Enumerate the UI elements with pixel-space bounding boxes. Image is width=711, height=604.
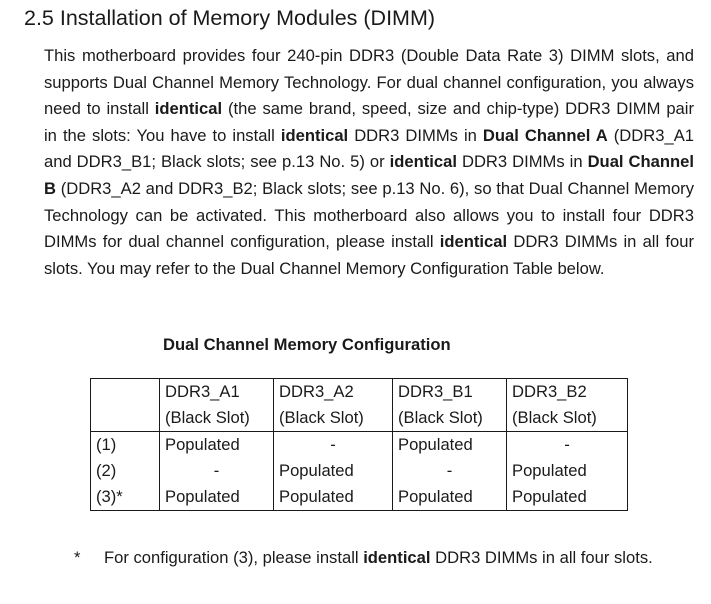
emphasis-dual-channel-b: Dual Channel B <box>44 152 694 198</box>
column-header: DDR3_A2 <box>273 378 393 405</box>
table-cell: Populated <box>273 458 393 484</box>
emphasis-identical: identical <box>154 99 223 119</box>
memory-config-table: DDR3_A1 DDR3_A2 DDR3_B1 DDR3_B2 (Black S… <box>90 378 628 511</box>
footnote-text-part: DDR3 DIMMs in all four slots. <box>430 548 653 567</box>
row-label: (1) <box>90 431 160 458</box>
table-cell: Populated <box>159 431 274 458</box>
table-cell: - <box>273 431 393 458</box>
corner-cell <box>90 378 160 405</box>
table-header-subrow: (Black Slot) (Black Slot) (Black Slot) (… <box>90 405 628 432</box>
emphasis-identical: identical <box>363 548 431 567</box>
column-subheader: (Black Slot) <box>159 405 274 432</box>
row-label: (2) <box>90 458 160 484</box>
table-row: (3)* Populated Populated Populated Popul… <box>90 484 628 511</box>
footnote-marker: * <box>74 548 81 567</box>
column-subheader: (Black Slot) <box>273 405 393 432</box>
table-cell: Populated <box>392 431 507 458</box>
paragraph-text: DDR3 DIMMs in <box>456 152 588 172</box>
table-cell: - <box>392 458 507 484</box>
corner-cell <box>90 405 160 432</box>
paragraph-text: DDR3 DIMMs in <box>348 125 483 145</box>
emphasis-identical: identical <box>389 152 457 172</box>
paragraph-text: (DDR3_A2 and DDR3_B2; Black slots; see p… <box>44 178 694 252</box>
section-heading: 2.5 Installation of Memory Modules (DIMM… <box>24 6 436 30</box>
table-cell: - <box>506 431 628 458</box>
table-cell: Populated <box>159 484 274 511</box>
table-cell: Populated <box>506 484 628 511</box>
paragraph-text: This motherboard provides four 240-pin D… <box>44 46 694 119</box>
emphasis-identical: identical <box>280 125 349 145</box>
column-header: DDR3_A1 <box>159 378 274 405</box>
column-header: DDR3_B1 <box>392 378 507 405</box>
table-row: (2) - Populated - Populated <box>90 458 628 484</box>
table-row: (1) Populated - Populated - <box>90 431 628 458</box>
column-subheader: (Black Slot) <box>392 405 507 432</box>
table-title: Dual Channel Memory Configuration <box>163 335 451 354</box>
table-cell: - <box>159 458 274 484</box>
emphasis-identical: identical <box>439 232 508 252</box>
paragraph-text: DDR3 DIMMs in all four slots. You may re… <box>44 232 694 278</box>
table-cell: Populated <box>392 484 507 511</box>
table-cell: Populated <box>273 484 393 511</box>
footnote-text-part: For configuration (3), please install <box>104 548 364 567</box>
footnote: * For configuration (3), please install … <box>74 544 664 571</box>
intro-paragraph: This motherboard provides four 240-pin D… <box>44 43 694 282</box>
column-header: DDR3_B2 <box>506 378 628 405</box>
paragraph-text: (the same brand, speed, size and chip-ty… <box>44 99 694 145</box>
footnote-text: For configuration (3), please install id… <box>104 544 664 571</box>
emphasis-dual-channel-a: Dual Channel A <box>482 125 608 145</box>
row-label: (3)* <box>90 484 160 511</box>
column-subheader: (Black Slot) <box>506 405 628 432</box>
table-header-row: DDR3_A1 DDR3_A2 DDR3_B1 DDR3_B2 <box>90 378 628 405</box>
paragraph-text: (DDR3_A1 and DDR3_B1; Black slots; see p… <box>44 125 695 172</box>
table-cell: Populated <box>506 458 628 484</box>
